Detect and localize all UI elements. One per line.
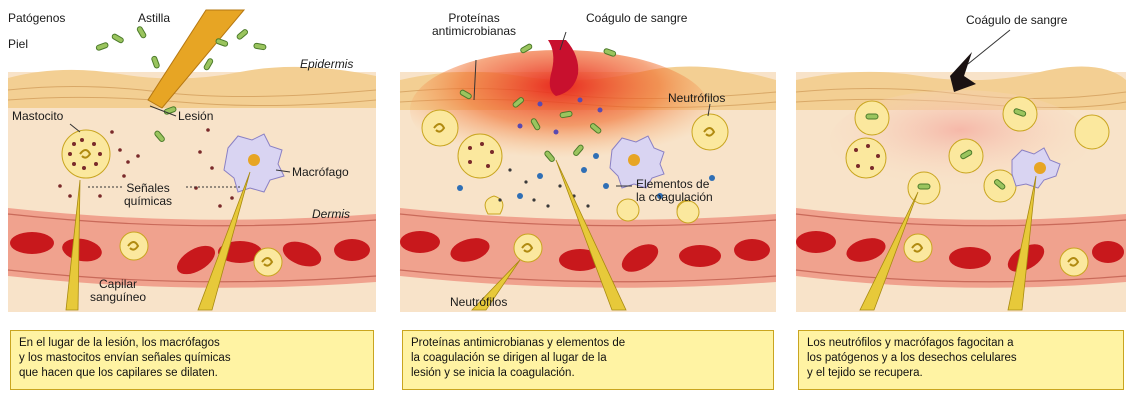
label-neutrofilos-bottom: Neutrófilos	[450, 296, 507, 309]
caption-panel-2: Proteínas antimicrobianas y elementos de…	[402, 330, 774, 390]
label-epidermis: Epidermis	[300, 58, 353, 71]
label-macrofago: Macrófago	[292, 166, 349, 179]
panel-3	[796, 30, 1126, 312]
label-neutrofilos-top: Neutrófilos	[668, 92, 725, 105]
caption-panel-3: Los neutrófilos y macrófagos fagocitan a…	[798, 330, 1124, 390]
label-elementos-coagulacion: Elementos de la coagulación	[636, 178, 713, 204]
label-senales-quimicas: Señales químicas	[124, 182, 172, 208]
panel-1	[8, 10, 376, 312]
label-piel: Piel	[8, 38, 28, 51]
panel-2	[400, 32, 776, 312]
label-astilla: Astilla	[138, 12, 170, 25]
label-coagulo-de-sangre-3: Coágulo de sangre	[966, 14, 1067, 27]
red-blood-cell	[10, 232, 54, 254]
label-proteinas-antimicrobianas: Proteínas antimicrobianas	[432, 12, 516, 38]
label-mastocito: Mastocito	[12, 110, 63, 123]
label-coagulo-de-sangre: Coágulo de sangre	[586, 12, 687, 25]
label-capilar-sanguineo: Capilar sanguíneo	[90, 278, 146, 304]
caption-panel-1: En el lugar de la lesión, los macrófagos…	[10, 330, 374, 390]
label-patogenos: Patógenos	[8, 12, 65, 25]
label-dermis: Dermis	[312, 208, 350, 221]
label-lesion: Lesión	[178, 110, 213, 123]
